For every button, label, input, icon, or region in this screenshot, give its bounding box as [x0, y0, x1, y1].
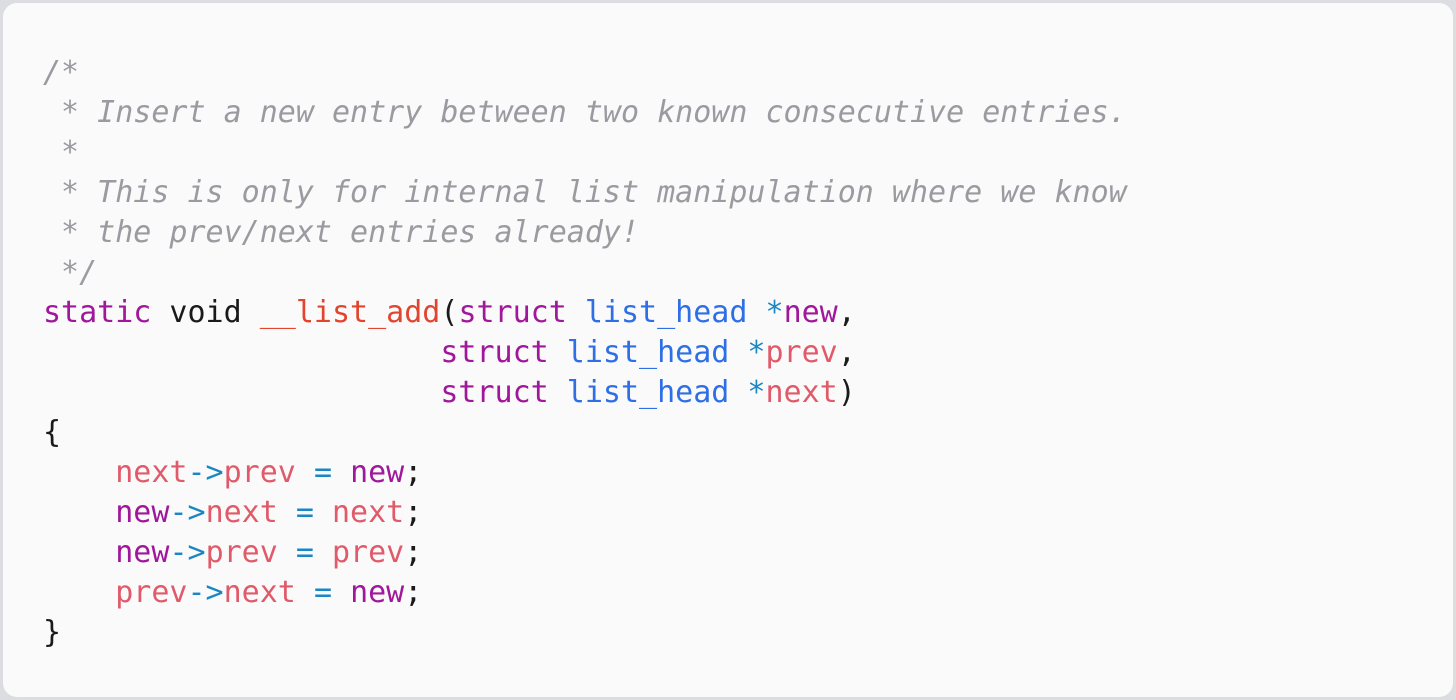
punctuation-token: [332, 455, 350, 490]
variable-token: prev: [223, 455, 296, 490]
comment-token: * Insert a new entry between two known c…: [43, 95, 1127, 130]
code-line: * Insert a new entry between two known c…: [43, 93, 1127, 133]
punctuation-token: [43, 535, 115, 570]
code-block: /* * Insert a new entry between two know…: [3, 3, 1453, 697]
keyword-token: struct: [458, 295, 567, 330]
punctuation-token: [43, 575, 115, 610]
operator-token: =: [313, 455, 332, 490]
keyword-token: struct: [440, 335, 549, 370]
new-variable-token: new: [115, 535, 170, 570]
operator-token: *: [747, 375, 766, 410]
comment-token: */: [43, 255, 98, 290]
punctuation-token: [314, 535, 332, 570]
operator-token: =: [313, 575, 332, 610]
comment-token: * the prev/next entries already!: [43, 215, 640, 250]
operator-token: *: [747, 335, 766, 370]
code-line: }: [43, 613, 1127, 653]
code-line: struct list_head *prev,: [43, 333, 1127, 373]
new-variable-token: new: [350, 455, 405, 490]
punctuation-token: [278, 495, 296, 530]
code-line: * the prev/next entries already!: [43, 213, 1127, 253]
punctuation-token: [278, 535, 296, 570]
code-line: /*: [43, 53, 1127, 93]
punctuation-token: [43, 335, 440, 370]
comment-token: *: [43, 135, 80, 170]
variable-token: prev: [332, 535, 405, 570]
keyword-token: struct: [440, 375, 549, 410]
comment-token: * This is only for internal list manipul…: [43, 175, 1127, 210]
punctuation-token: [549, 375, 567, 410]
code-line: next->prev = new;: [43, 453, 1127, 493]
variable-token: prev: [115, 575, 188, 610]
punctuation-token: ;: [404, 535, 423, 570]
code-line: * This is only for internal list manipul…: [43, 173, 1127, 213]
variable-token: next: [332, 495, 405, 530]
punctuation-token: [43, 455, 115, 490]
type-token: list_head: [566, 375, 730, 410]
variable-token: prev: [205, 535, 278, 570]
variable-token: next: [765, 375, 838, 410]
punctuation-token: ;: [404, 575, 423, 610]
type-token: list_head: [584, 295, 748, 330]
code-line: static void __list_add(struct list_head …: [43, 293, 1127, 333]
punctuation-token: [332, 575, 350, 610]
operator-token: ->: [169, 495, 206, 530]
variable-token: prev: [765, 335, 838, 370]
new-variable-token: new: [115, 495, 170, 530]
new-variable-token: new: [783, 295, 838, 330]
variable-token: next: [115, 455, 188, 490]
code-line: {: [43, 413, 1127, 453]
punctuation-token: (: [440, 295, 459, 330]
punctuation-token: [549, 335, 567, 370]
code-line: struct list_head *next): [43, 373, 1127, 413]
punctuation-token: [747, 295, 765, 330]
code-line: *: [43, 133, 1127, 173]
punctuation-token: {: [43, 415, 62, 450]
operator-token: ->: [187, 575, 224, 610]
code-content: /* * Insert a new entry between two know…: [43, 53, 1127, 653]
punctuation-token: [729, 335, 747, 370]
code-line: new->prev = prev;: [43, 533, 1127, 573]
function-name-token: __list_add: [259, 295, 441, 330]
punctuation-token: ,: [837, 295, 856, 330]
comment-token: /*: [43, 55, 80, 90]
punctuation-token: [729, 375, 747, 410]
type-token: list_head: [566, 335, 730, 370]
punctuation-token: ;: [404, 455, 423, 490]
punctuation-token: ): [837, 375, 856, 410]
code-line: */: [43, 253, 1127, 293]
punctuation-token: [296, 575, 314, 610]
punctuation-token: }: [43, 615, 62, 650]
variable-token: next: [223, 575, 296, 610]
operator-token: ->: [187, 455, 224, 490]
punctuation-token: ,: [837, 335, 856, 370]
punctuation-token: [296, 455, 314, 490]
new-variable-token: new: [350, 575, 405, 610]
punctuation-token: void: [151, 295, 260, 330]
operator-token: ->: [169, 535, 206, 570]
punctuation-token: [43, 495, 115, 530]
operator-token: *: [765, 295, 784, 330]
operator-token: =: [295, 535, 314, 570]
keyword-token: static: [43, 295, 152, 330]
code-line: new->next = next;: [43, 493, 1127, 533]
punctuation-token: [567, 295, 585, 330]
variable-token: next: [205, 495, 278, 530]
operator-token: =: [295, 495, 314, 530]
code-line: prev->next = new;: [43, 573, 1127, 613]
punctuation-token: [43, 375, 440, 410]
punctuation-token: [314, 495, 332, 530]
punctuation-token: ;: [404, 495, 423, 530]
